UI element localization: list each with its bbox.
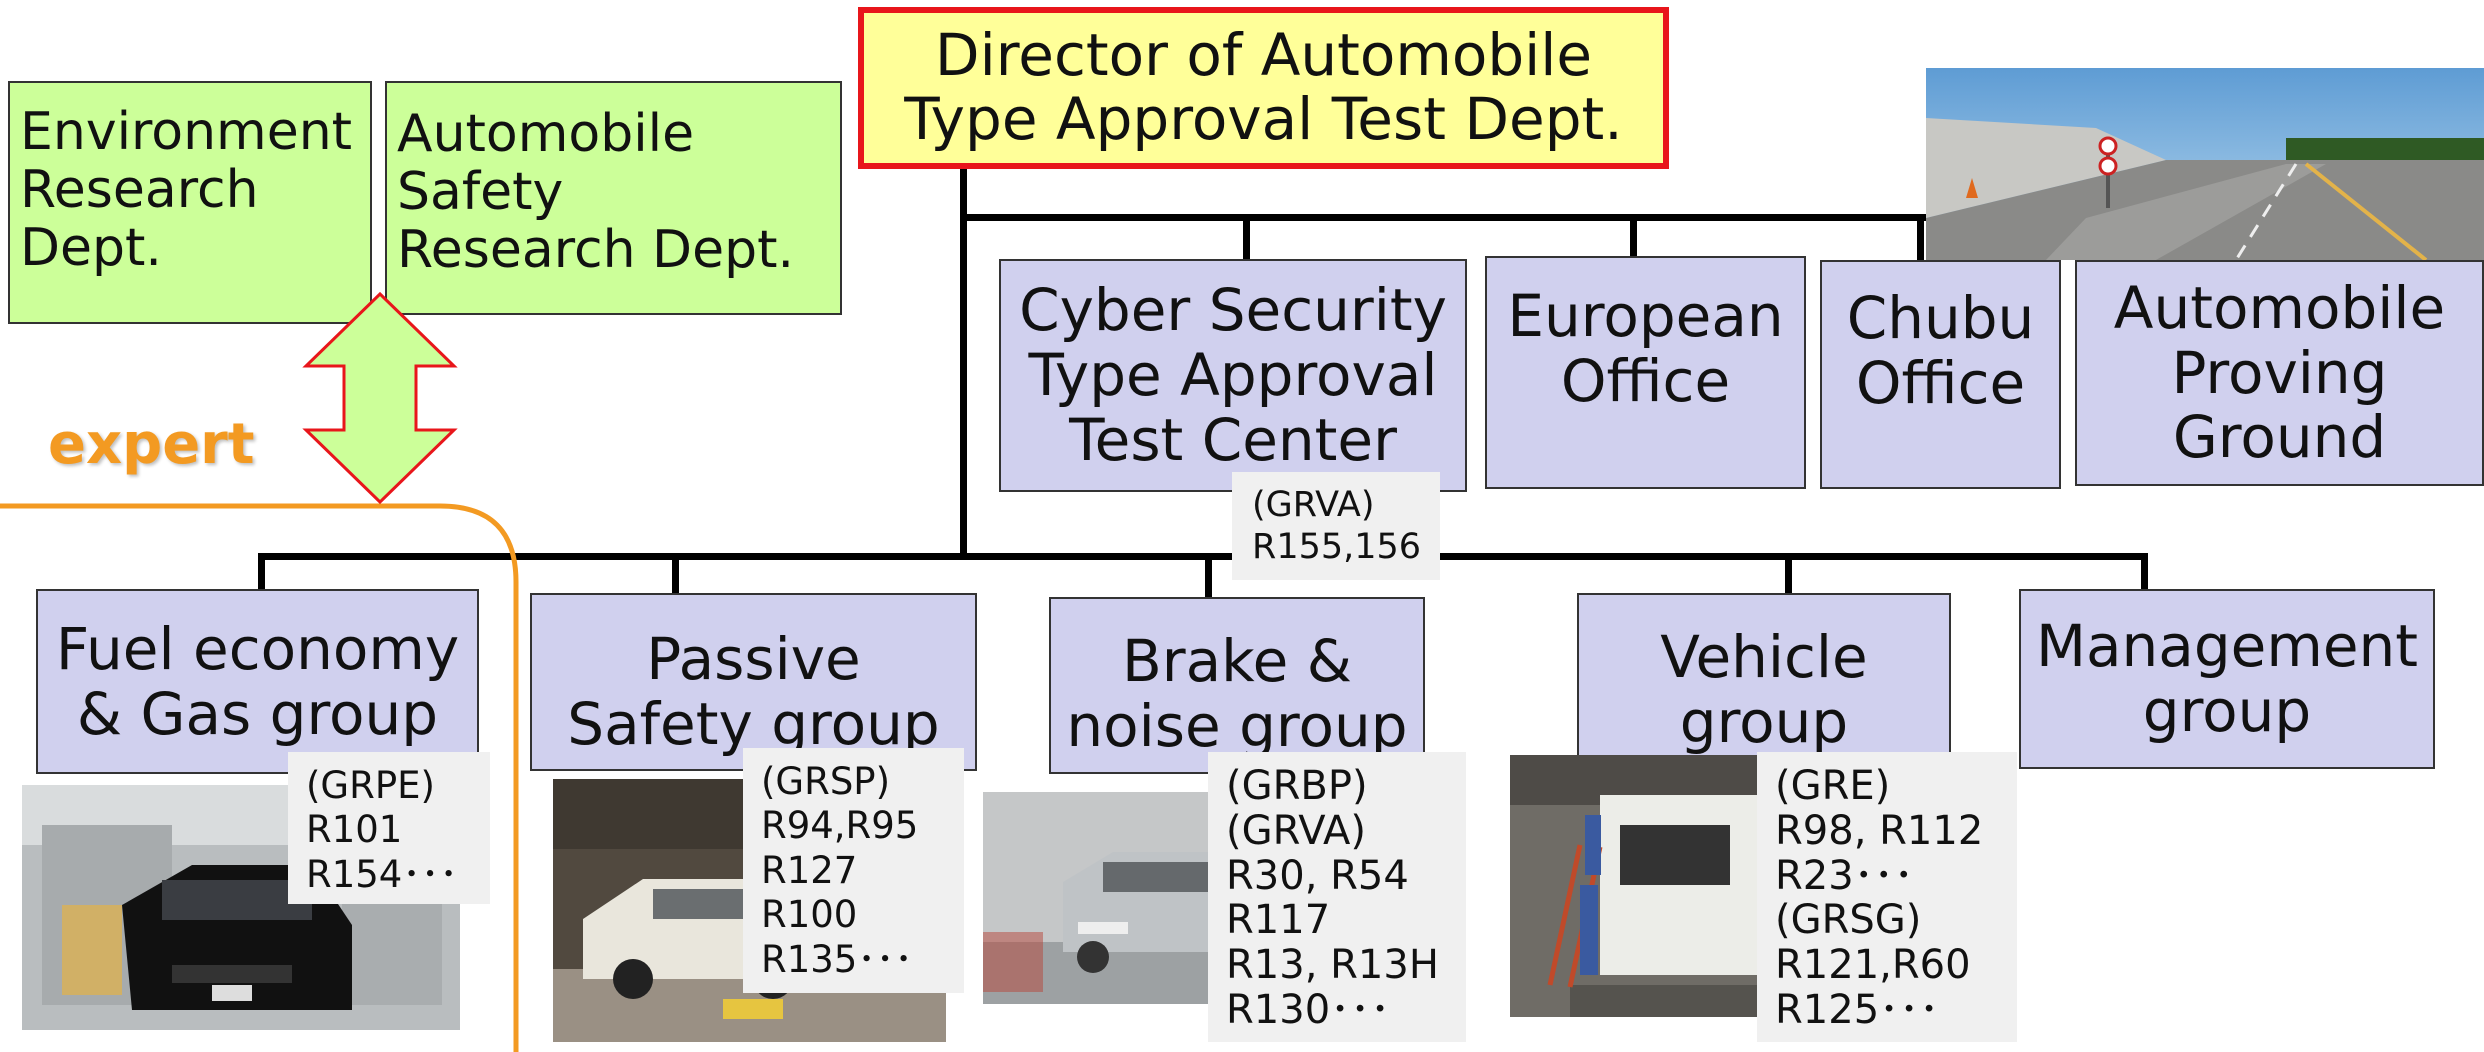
office-bus-line	[960, 214, 2192, 221]
vehicle-inspection-photo	[1510, 755, 1758, 1017]
fuel-regulation-codes: (GRPE) R101 R154･･･	[288, 752, 490, 904]
expert-label: expert	[48, 412, 255, 477]
drop-fuel	[258, 553, 265, 591]
director-box: Director of Automobile Type Approval Tes…	[858, 7, 1669, 169]
management-group: Management group	[2019, 589, 2435, 769]
environment-research-dept: Environment Research Dept.	[8, 81, 372, 324]
vehicle-group: Vehicle group	[1577, 593, 1951, 774]
cyber-regulation-codes: (GRVA) R155,156	[1232, 472, 1440, 580]
brake-regulation-codes: (GRBP) (GRVA) R30, R54 R117 R13, R13H R1…	[1208, 752, 1466, 1042]
expert-bracket	[0, 503, 519, 1052]
passive-regulation-codes: (GRSP) R94,R95 R127 R100 R135･･･	[743, 748, 964, 993]
passive-safety-group: Passive Safety group	[530, 593, 977, 771]
cyber-security-test-center: Cyber Security Type Approval Test Center	[999, 259, 1467, 492]
brake-test-photo	[983, 792, 1208, 1004]
automobile-proving-ground: Automobile Proving Ground	[2075, 260, 2484, 486]
vehicle-regulation-codes: (GRE) R98, R112 R23･･･ (GRSG) R121,R60 R…	[1757, 752, 2017, 1042]
double-arrow-icon	[302, 291, 458, 505]
drop-chubu	[1917, 214, 1924, 260]
drop-passive	[672, 553, 679, 593]
chubu-office: Chubu Office	[1820, 260, 2061, 489]
brake-noise-group: Brake & noise group	[1049, 597, 1425, 774]
drop-vehicle	[1785, 553, 1792, 593]
director-trunk-line	[960, 168, 967, 560]
fuel-economy-gas-group: Fuel economy & Gas group	[36, 589, 479, 774]
group-bus-line	[258, 553, 2148, 560]
drop-management	[2141, 553, 2148, 589]
drop-brake	[1205, 553, 1212, 597]
proving-ground-photo	[1926, 68, 2484, 260]
automobile-safety-research-dept: Automobile Safety Research Dept.	[385, 81, 842, 315]
drop-european	[1630, 214, 1637, 256]
european-office: European Office	[1485, 256, 1806, 489]
drop-cyber	[1243, 214, 1250, 259]
